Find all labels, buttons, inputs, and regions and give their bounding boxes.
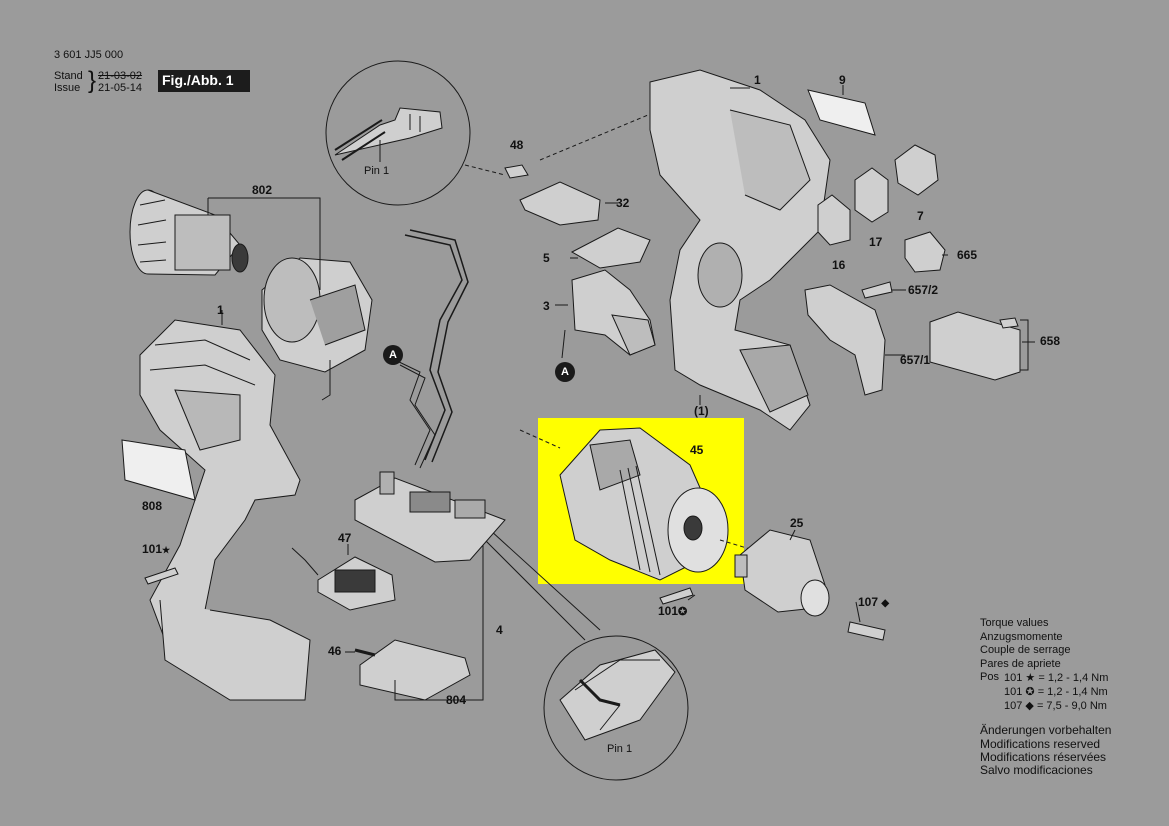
pcb-part [354, 471, 506, 563]
screw-657-2 [861, 281, 893, 299]
label-part-17: 17 [869, 235, 883, 249]
part-5 [570, 227, 651, 269]
label-part-101-circle: 101✪ [658, 604, 688, 618]
pin-label-top: Pin 1 [364, 165, 390, 177]
part-16 [817, 194, 851, 246]
modifications-fr: Modifications réservées [980, 750, 1107, 764]
label-part-802: 802 [252, 183, 273, 197]
label-part-9: 9 [839, 73, 846, 87]
marker-a-upper: A [383, 345, 403, 365]
legend-pos-label: Pos [980, 671, 999, 683]
screw-101-circle [659, 587, 694, 605]
legend-title-es: Pares de apriete [980, 658, 1061, 670]
part-7 [894, 144, 939, 196]
label-part-45: 45 [690, 443, 704, 457]
detail-circle-bottom [543, 635, 689, 781]
chuck-25-part [734, 529, 830, 617]
modifications-es: Salvo modificaciones [980, 763, 1093, 777]
label-part-804: 804 [446, 693, 467, 707]
legend-row-1: 101 ★ = 1,2 - 1,4 Nm [1004, 672, 1109, 684]
legend-row-2: 101 ✪ = 1,2 - 1,4 Nm [1004, 686, 1108, 698]
cover-804-part [354, 639, 471, 701]
wiring-harness [394, 229, 469, 469]
label-9-part [807, 89, 876, 136]
figure-badge [158, 70, 250, 92]
label-part-7: 7 [917, 209, 924, 223]
marker-a-lower: A [555, 362, 575, 382]
label-808-part [121, 439, 196, 501]
part-number: 3 601 JJ5 000 [54, 49, 124, 61]
part-17 [854, 167, 889, 223]
module-47-part [291, 547, 396, 611]
part-32 [519, 181, 601, 226]
figure-label: Fig./Abb. 1 [162, 72, 234, 88]
label-part-16: 16 [832, 258, 846, 272]
part-658 [929, 311, 1021, 381]
part-48 [504, 164, 529, 179]
label-part-32: 32 [616, 196, 630, 210]
label-part-1-paren: (1) [694, 404, 709, 418]
label-part-46: 46 [328, 644, 342, 658]
legend-row-3: 107 ◆ = 7,5 - 9,0 Nm [1004, 700, 1107, 712]
pcb-detail-bottom [559, 649, 676, 741]
label-part-47: 47 [338, 531, 352, 545]
stator-part [261, 257, 373, 401]
modifications-en: Modifications reserved [980, 737, 1101, 751]
label-part-48: 48 [510, 138, 524, 152]
header-brace: } [88, 67, 97, 94]
label-part-808: 808 [142, 499, 163, 513]
connector-detail-top [334, 107, 443, 156]
legend-title-fr: Couple de serrage [980, 644, 1071, 656]
issue-date: 21-05-14 [98, 82, 143, 94]
label-part-1-right: 1 [754, 73, 761, 87]
label-part-5: 5 [543, 251, 550, 265]
label-part-4: 4 [496, 623, 503, 637]
modifications-de: Änderungen vorbehalten [980, 723, 1112, 737]
screw-101-star [144, 567, 179, 585]
stand-label: Stand [54, 70, 83, 82]
screw-107 [847, 621, 886, 641]
armature-part [129, 189, 249, 276]
label-part-665: 665 [957, 248, 978, 262]
label-part-25: 25 [790, 516, 804, 530]
housing-left-part [139, 319, 311, 701]
issue-label: Issue [54, 82, 81, 94]
stand-date: 21-03-02 [98, 70, 143, 82]
pin-label-bottom: Pin 1 [607, 743, 633, 755]
label-part-3: 3 [543, 299, 550, 313]
clip-657-1 [804, 284, 886, 396]
label-part-658: 658 [1040, 334, 1061, 348]
switch-3 [571, 269, 656, 356]
detail-circle-top [325, 60, 471, 206]
label-part-1-left: 1 [217, 303, 224, 317]
label-part-101-star: 101★ [142, 542, 171, 556]
gearbox-45-part [559, 427, 729, 581]
label-part-107: 107 ◆ [858, 595, 890, 609]
label-part-657-1: 657/1 [900, 353, 931, 367]
part-665 [904, 231, 946, 273]
legend-title-en: Torque values [980, 617, 1049, 629]
housing-right-part [649, 69, 831, 431]
label-part-657-2: 657/2 [908, 283, 939, 297]
legend-title-de: Anzugsmomente [980, 631, 1063, 643]
